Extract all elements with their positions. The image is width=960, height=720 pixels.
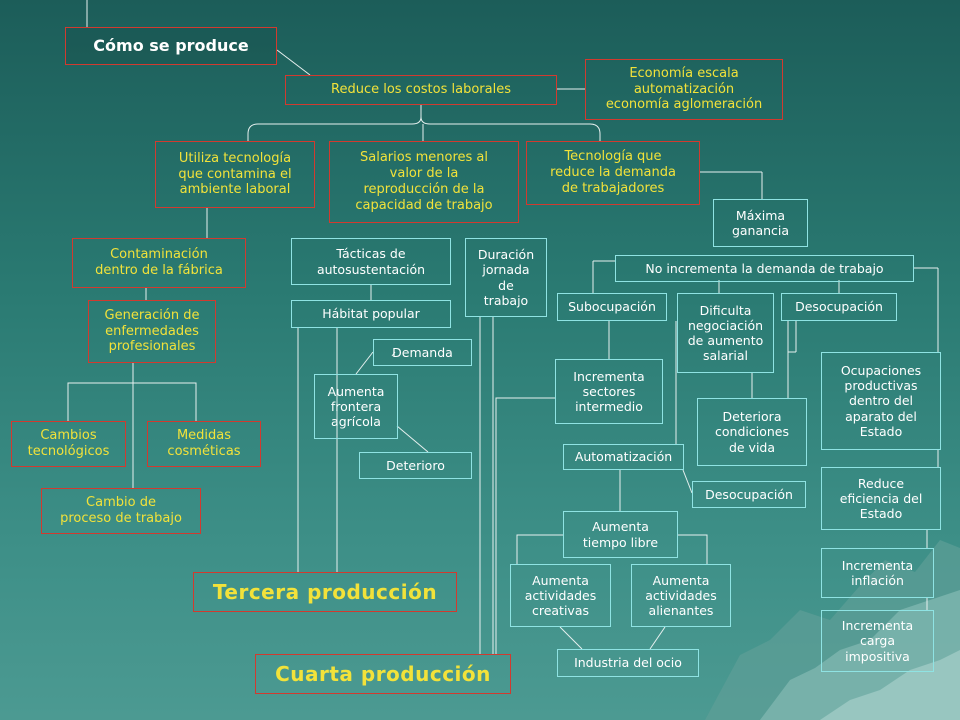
demanda-box: Demanda (373, 339, 472, 366)
desocupacion-2-box: Desocupación (692, 481, 806, 508)
aumenta-alienantes-box: Aumenta actividades alienantes (631, 564, 731, 627)
duracion-box: Duración jornada de trabajo (465, 238, 547, 317)
generacion-box: Generación de enfermedades profesionales (88, 300, 216, 363)
aumenta-frontera-box: Aumenta frontera agrícola (314, 374, 398, 439)
incrementa-carga-box: Incrementa carga impositiva (821, 610, 934, 672)
automatizacion-box: Automatización (563, 444, 684, 470)
subocupacion-box: Subocupación (557, 293, 667, 321)
cambios-box: Cambios tecnológicos (11, 421, 126, 467)
cambio-proceso-box: Cambio de proceso de trabajo (41, 488, 201, 534)
contaminacion-box: Contaminación dentro de la fábrica (72, 238, 246, 288)
reduce-eficiencia-box: Reduce eficiencia del Estado (821, 467, 941, 530)
dificulta-box: Dificulta negociación de aumento salaria… (677, 293, 774, 373)
economia-box: Economía escala automatización economía … (585, 59, 783, 120)
tercera-produccion-box: Tercera producción (193, 572, 457, 612)
aumenta-tiempo-box: Aumenta tiempo libre (563, 511, 678, 558)
deteriora-box: Deteriora condiciones de vida (697, 398, 807, 466)
deterioro-box: Deterioro (359, 452, 472, 479)
utiliza-tecnologia-box: Utiliza tecnología que contamina el ambi… (155, 141, 315, 208)
maxima-ganancia-box: Máxima ganancia (713, 199, 808, 247)
salarios-box: Salarios menores al valor de la reproduc… (329, 141, 519, 223)
aumenta-creativas-box: Aumenta actividades creativas (510, 564, 611, 627)
ocupaciones-box: Ocupaciones productivas dentro del apara… (821, 352, 941, 450)
incrementa-inflacion-box: Incrementa inflación (821, 548, 934, 598)
desocupacion-1-box: Desocupación (781, 293, 897, 321)
no-incrementa-box: No incrementa la demanda de trabajo (615, 255, 914, 282)
medidas-box: Medidas cosméticas (147, 421, 261, 467)
incrementa-sectores-box: Incrementa sectores intermedio (555, 359, 663, 424)
reduce-costos-box: Reduce los costos laborales (285, 75, 557, 105)
tecnologia-reduce-box: Tecnología que reduce la demanda de trab… (526, 141, 700, 205)
industria-ocio-box: Industria del ocio (557, 649, 699, 677)
cuarta-produccion-box: Cuarta producción (255, 654, 511, 694)
page-title: Cómo se produce (65, 27, 277, 65)
habitat-box: Hábitat popular (291, 300, 451, 328)
tacticas-box: Tácticas de autosustentación (291, 238, 451, 285)
